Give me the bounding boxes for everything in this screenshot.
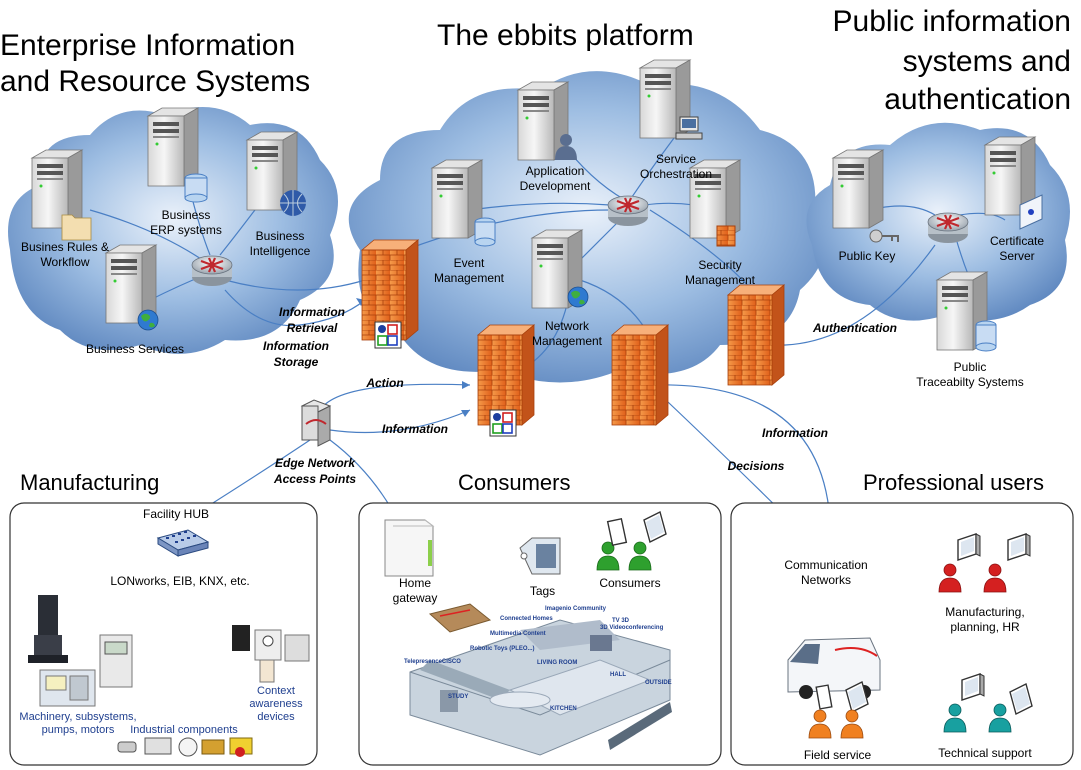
home-label: HALL (610, 672, 626, 678)
controller-panel-icon (99, 634, 133, 688)
home-label: TV 3D (612, 618, 630, 624)
home-label: Connected Homes (500, 616, 553, 622)
database-icon (975, 320, 997, 352)
machinery-panel-icon (39, 669, 96, 707)
flow-decisions: Decisions (727, 459, 785, 473)
edge-access-point-icon (300, 399, 332, 447)
label-industrial: Industrial components (130, 724, 238, 736)
globe-icon (137, 309, 159, 331)
server-public-key (832, 149, 884, 229)
field-phone-icon (815, 684, 833, 710)
label-field-service: Field service (803, 748, 872, 762)
folder-icon (61, 214, 92, 241)
heading-public-line2: systems and (902, 45, 1071, 78)
database-icon (474, 217, 496, 247)
home-label: KITCHEN (550, 706, 577, 712)
home-gateway-icon (384, 519, 435, 577)
pump-icon (28, 595, 68, 663)
flow-information-right: Information (762, 426, 828, 440)
home-label: 3D Videoconferencing (600, 625, 664, 631)
label-technical-support: Technical support (938, 746, 1032, 760)
home-label: Imagenio Community (545, 606, 607, 612)
key-icon (869, 229, 899, 243)
platform-cloud (348, 71, 825, 383)
firewall-decisions (611, 324, 669, 426)
workstation-icon (675, 116, 703, 140)
flow-authentication: Authentication (813, 321, 897, 335)
industrial-components-icon (117, 737, 253, 757)
enterprise-router-icon (190, 254, 234, 288)
home-label: STUDY (448, 694, 469, 700)
home-label: LIVING ROOM (537, 660, 578, 666)
globe-wire-icon (280, 190, 306, 216)
home-label: TelepresenceCISCO (404, 659, 461, 665)
home-label: Robotic Toys (PLEO...) (470, 646, 535, 652)
label-consumers: Consumers (599, 576, 661, 590)
heading-public-line1: Public information (832, 5, 1071, 38)
heading-manufacturing: Manufacturing (20, 470, 160, 495)
flow-action: Action (366, 376, 404, 390)
server-rules-workflow (31, 149, 83, 229)
globe-icon (567, 286, 589, 308)
context-device-icon (232, 625, 310, 683)
heading-enterprise-line2: and Resource Systems (0, 65, 311, 98)
database-icon (184, 173, 208, 203)
badge-icon (489, 409, 517, 437)
user-icon (555, 134, 577, 160)
label-public-key: Public Key (838, 249, 896, 263)
label-rules: Busines Rules &Workflow (20, 240, 110, 269)
label-business-services: Business Services (85, 342, 185, 356)
public-router-icon (926, 211, 970, 245)
heading-public-line3: authentication (884, 83, 1071, 116)
badge-icon (374, 321, 402, 349)
smart-home-illustration (409, 603, 672, 756)
phone-icon (606, 517, 628, 547)
label-facility-hub: Facility HUB (142, 507, 209, 521)
home-label: OUTSIDE (645, 680, 672, 686)
heading-enterprise-line1: Enterprise Information (0, 29, 296, 62)
label-tags: Tags (529, 584, 556, 598)
platform-router-icon (606, 194, 650, 228)
professional-box (730, 502, 1074, 766)
hub-icon (156, 529, 210, 557)
tag-icon (519, 537, 561, 575)
certificate-icon (1019, 194, 1043, 230)
heading-professional: Professional users (863, 470, 1044, 495)
heading-platform: The ebbits platform (437, 19, 694, 52)
heading-consumers: Consumers (458, 470, 571, 495)
label-bus: LONworks, EIB, KNX, etc. (110, 574, 250, 588)
firewall-authentication (727, 284, 785, 386)
home-label: Multimedia Content (490, 631, 546, 637)
label-machinery: Machinery, subsystems,pumps, motors (19, 711, 137, 736)
mini-firewall-icon (716, 225, 736, 247)
label-mfg-planning: Manufacturing,planning, HR (945, 605, 1025, 634)
flow-information-left: Information (382, 422, 448, 436)
service-van-icon (787, 637, 881, 699)
